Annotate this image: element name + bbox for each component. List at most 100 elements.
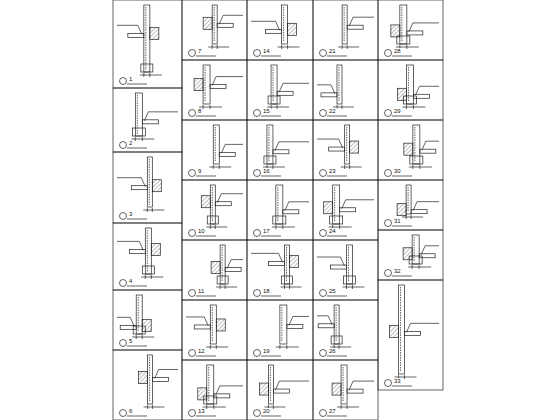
wall-section: [413, 125, 420, 164]
leader-line: [221, 144, 243, 153]
dimension-tick: [406, 105, 407, 109]
wall-section: [135, 93, 142, 136]
wall-section: [203, 65, 210, 104]
leader-line: [349, 17, 374, 26]
panel-frame: [182, 360, 247, 420]
rebar: [343, 367, 344, 402]
panel-frame: [113, 350, 182, 420]
dimension-line: [402, 217, 423, 218]
detail-symbol: [189, 230, 196, 237]
wall-section: [210, 305, 216, 344]
hatched-block: [151, 243, 160, 255]
rebar: [270, 367, 271, 402]
detail-symbol: [320, 230, 327, 237]
callout-number: 29: [393, 108, 402, 115]
footing: [331, 336, 342, 344]
rebar: [348, 247, 349, 282]
callout-number: 1: [128, 76, 133, 83]
leader-line: [144, 112, 178, 121]
dimension-tick: [273, 405, 274, 409]
wall-section: [342, 5, 347, 44]
dimension-tick: [347, 45, 348, 49]
wall-section: [268, 365, 273, 404]
detail-symbol: [120, 280, 127, 287]
dimension-tick: [419, 165, 420, 169]
wall-section: [144, 5, 150, 72]
panel-frame: [313, 0, 378, 60]
title-underline: [327, 176, 347, 177]
detail-symbol: [254, 170, 261, 177]
title-underline: [392, 226, 412, 227]
panel-frame: [313, 360, 378, 420]
detail-symbol: [385, 50, 392, 57]
dimension-tick: [213, 405, 214, 409]
callout-number: 2: [128, 140, 133, 147]
rebar: [149, 159, 150, 205]
panel-frame: [247, 240, 313, 300]
dimension-tick: [346, 285, 347, 289]
leader-line: [117, 317, 134, 326]
dimension-line: [140, 75, 162, 76]
callout-number: 30: [393, 168, 402, 175]
callout-number: 9: [197, 168, 202, 175]
callout-number: 33: [393, 378, 402, 385]
title-underline: [196, 416, 216, 417]
rebar: [281, 307, 282, 342]
callout-number: 10: [197, 228, 206, 235]
dimension-tick: [213, 165, 214, 169]
dimension-tick: [216, 345, 217, 349]
footing: [282, 276, 293, 284]
title-underline: [261, 296, 281, 297]
panel-frame: [378, 280, 443, 390]
dimension-line: [208, 47, 229, 48]
footing: [409, 256, 422, 264]
footing: [330, 216, 343, 224]
detail-symbol: [385, 220, 392, 227]
dimension-tick: [404, 375, 405, 379]
footing: [410, 156, 423, 164]
dimension-line: [338, 47, 359, 48]
hatched-block: [201, 196, 210, 208]
title-underline: [196, 116, 216, 117]
callout-number: 4: [128, 278, 133, 285]
wall-section: [212, 5, 217, 44]
panel-frame: [113, 223, 182, 290]
footing: [204, 396, 217, 404]
dimension-tick: [277, 105, 278, 109]
rebar: [149, 357, 150, 402]
callout-number: 14: [262, 48, 271, 55]
dimension-tick: [145, 275, 146, 279]
dimension-tick: [203, 105, 204, 109]
callout-number: 6: [128, 408, 133, 415]
footing: [268, 96, 280, 104]
title-underline: [261, 116, 281, 117]
hatched-block: [152, 180, 161, 192]
dimension-tick: [272, 165, 273, 169]
wall-section: [406, 65, 413, 104]
footing: [132, 128, 145, 136]
callout-number: 31: [393, 218, 402, 225]
dimension-line: [206, 227, 227, 228]
dimension-tick: [135, 137, 136, 141]
detail-symbol: [120, 142, 127, 149]
rebar: [138, 297, 139, 332]
panel-frame: [113, 0, 182, 88]
title-underline: [261, 176, 281, 177]
title-underline: [127, 286, 147, 287]
title-underline: [196, 56, 216, 57]
detail-symbol: [254, 350, 261, 357]
rebar: [408, 187, 409, 212]
rebar: [346, 127, 347, 162]
detail-symbol: [385, 380, 392, 387]
rebar: [344, 7, 345, 42]
rebar: [338, 67, 339, 102]
dimension-tick: [344, 165, 345, 169]
dimension-tick: [279, 345, 280, 349]
dimension-tick: [152, 208, 153, 212]
hatched-block: [139, 371, 148, 383]
panel-frame: [247, 300, 313, 360]
dimension-tick: [142, 137, 143, 141]
dimension-line: [276, 347, 299, 348]
detail-symbol: [320, 290, 327, 297]
